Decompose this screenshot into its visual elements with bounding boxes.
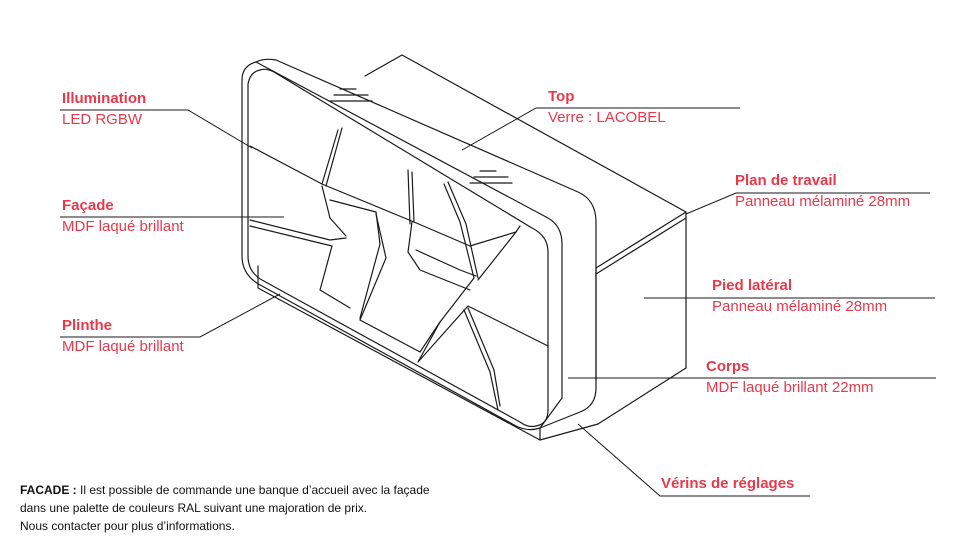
label-pied-lateral: Pied latéral Panneau mélaminé 28mm [712,277,887,316]
leader-plinthe [60,293,281,338]
label-pied-subtitle: Panneau mélaminé 28mm [712,298,888,315]
label-facade-title: Façade [62,197,114,214]
label-illumination: Illumination LED RGBW [62,90,146,129]
label-plan-de-travail: Plan de travail Panneau mélaminé 28mm [735,172,910,211]
label-plan-title: Plan de travail [735,172,837,189]
plinth [257,265,599,441]
leader-plan [685,192,930,215]
label-facade: Façade MDF laqué brillant [62,197,184,236]
label-corps-subtitle: MDF laqué brillant 22mm [706,379,874,396]
glass-top-marks [329,88,513,184]
label-corps: Corps MDF laqué brillant 22mm [706,358,874,397]
label-top-subtitle: Verre : LACOBEL [548,109,666,126]
label-corps-title: Corps [706,358,750,375]
label-illumination-subtitle: LED RGBW [62,111,143,128]
facade-panels [249,127,549,411]
label-facade-subtitle: MDF laqué brillant [62,218,184,235]
label-verins-title: Vérins de réglages [661,475,795,492]
label-plinthe-title: Plinthe [62,317,113,334]
label-plinthe: Plinthe MDF laqué brillant [62,317,184,356]
leader-top [461,107,740,151]
note-line3: Nous contacter pour plus d’informations. [20,519,235,533]
label-plan-subtitle: Panneau mélaminé 28mm [735,193,911,210]
body-shell [241,58,597,431]
side-leg-panel [595,217,687,425]
note-line2: dans une palette de couleurs RAL suivant… [20,501,368,515]
leader-verins [577,423,810,497]
facade-note: FACADE : Il est possible de commande une… [20,481,490,535]
label-plinthe-subtitle: MDF laqué brillant [62,338,184,355]
label-pied-title: Pied latéral [712,277,793,294]
label-verins: Vérins de réglages [661,475,794,493]
label-illumination-title: Illumination [62,90,147,107]
note-lead: FACADE : [20,483,77,497]
note-line1: Il est possible de commande une banque d… [76,483,430,497]
label-top: Top Verre : LACOBEL [548,88,666,127]
label-top-title: Top [548,88,575,105]
leader-illumination [60,109,253,149]
